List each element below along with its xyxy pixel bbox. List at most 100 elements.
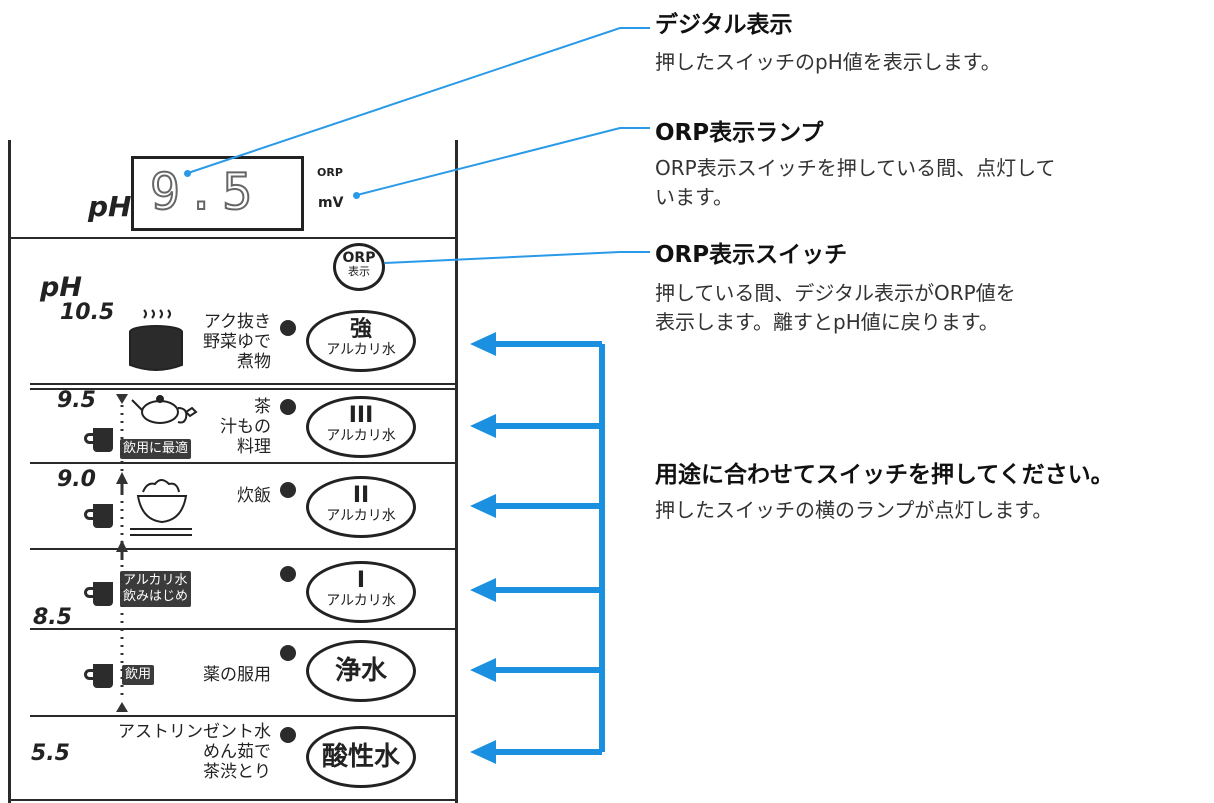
annotation-digital-desc: 押したスイッチのpH値を表示します。: [655, 50, 1001, 74]
use-text-row2: 茶 汁もの 料理: [200, 397, 271, 457]
use-text: 炊飯: [237, 486, 271, 506]
scale-arrow-up-8: [116, 540, 128, 552]
arrow-head-row5: [470, 658, 496, 682]
lamp-row6: [280, 727, 296, 743]
row-divider: [30, 462, 458, 464]
use-text: 汁もの: [220, 417, 271, 437]
scale-8-5: 8.5: [33, 605, 72, 630]
use-text-row3: 炊飯: [200, 486, 271, 506]
arrow-heads: [470, 332, 496, 764]
row-divider: [30, 548, 458, 550]
desc-line: います。: [655, 185, 733, 209]
row-divider: [30, 715, 458, 717]
badge-drinking: 飲用: [122, 665, 155, 685]
rice-bowl-icon: [130, 479, 192, 536]
orp-unit-label: ORP: [317, 166, 343, 179]
leader-line-orp-switch: [384, 251, 650, 264]
arrow-head-row3: [470, 494, 496, 518]
annotation-digital-title: デジタル表示: [655, 12, 793, 38]
lamp-row3: [280, 482, 296, 498]
use-text: 野菜ゆで: [203, 332, 271, 352]
button-label: 酸性水: [321, 742, 400, 772]
scale-ph-label: pH: [40, 272, 82, 303]
scale-arrow-up-9: [116, 472, 128, 484]
annotation-orp-lamp-desc: ORP表示スイッチを押している間、点灯して います。: [655, 154, 1056, 212]
button-bottom-label: アルカリ水: [326, 593, 396, 609]
lamp-row2: [280, 399, 296, 415]
alkaline-1-button[interactable]: I アルカリ水: [306, 561, 416, 623]
alkaline-3-button[interactable]: III アルカリ水: [306, 396, 416, 458]
scale-arrow-top: [116, 394, 128, 404]
lamp-row5: [280, 645, 296, 661]
desc-line: 表示します。離すとpH値に戻ります。: [655, 310, 999, 334]
badge-start-alkaline: アルカリ水 飲みはじめ: [120, 571, 192, 607]
row-divider: [30, 628, 458, 630]
use-text: 薬の服用: [203, 665, 271, 685]
teapot-icon: [131, 395, 198, 424]
scale-9-0: 9.0: [57, 467, 96, 492]
digital-display: 9.5: [131, 156, 304, 231]
leader-line-digital: [187, 27, 650, 174]
annotation-orp-lamp-title: ORP表示ランプ: [655, 120, 824, 146]
button-top-label: 強: [349, 317, 372, 342]
orp-switch-top: ORP: [342, 250, 376, 266]
button-bottom-label: アルカリ水: [326, 508, 396, 524]
cup-icon: [84, 664, 113, 688]
arrow-head-row6: [470, 740, 496, 764]
display-marker: [184, 170, 191, 177]
cup-icon: [84, 582, 113, 606]
panel-divider-display: [8, 237, 458, 239]
row-divider: [30, 388, 458, 390]
use-text: 茶渋とり: [203, 762, 271, 782]
arrow-head-row1: [470, 332, 496, 356]
panel-right-edge: [455, 140, 458, 803]
button-top-label: I: [356, 568, 366, 593]
annotation-usage-title: 用途に合わせてスイッチを押してください。: [655, 462, 1114, 488]
alkaline-2-button[interactable]: II アルカリ水: [306, 476, 416, 538]
button-bottom-label: アルカリ水: [326, 342, 396, 358]
button-top-label: III: [348, 403, 374, 428]
button-label: 浄水: [334, 656, 387, 686]
annotation-orp-switch-desc: 押している間、デジタル表示がORP値を 表示します。離すとpH値に戻ります。: [655, 279, 1016, 337]
mv-unit-label: mV: [318, 195, 344, 211]
orp-lamp-marker: [353, 192, 360, 199]
pot-icon: [129, 309, 183, 371]
use-text: 料理: [237, 437, 271, 457]
arrow-head-row2: [470, 414, 496, 438]
button-top-label: II: [352, 483, 370, 508]
panel-left-edge: [8, 140, 11, 803]
scale-10-5: 10.5: [60, 300, 115, 325]
cup-icon: [84, 504, 113, 528]
scale-arrow-bottom: [116, 702, 128, 712]
desc-line: 押している間、デジタル表示がORP値を: [655, 281, 1016, 305]
leader-line-orp-lamp: [356, 127, 650, 196]
cup-icon: [84, 428, 113, 452]
selection-arrows: [483, 341, 605, 755]
badge-line: アルカリ水: [123, 573, 188, 588]
badge-line: 飲みはじめ: [123, 589, 189, 604]
arrow-head-row4: [470, 578, 496, 602]
strong-alkaline-button[interactable]: 強 アルカリ水: [306, 310, 416, 372]
use-text: 茶: [254, 397, 271, 417]
scale-9-5: 9.5: [57, 388, 96, 413]
scale-5-5: 5.5: [31, 741, 70, 766]
purified-water-button[interactable]: 浄水: [306, 640, 416, 702]
button-bottom-label: アルカリ水: [326, 428, 396, 444]
orp-display-switch[interactable]: ORP 表示: [333, 243, 385, 291]
display-ph-label: pH: [88, 190, 132, 223]
annotation-orp-switch-title: ORP表示スイッチ: [655, 242, 848, 268]
use-text: めん茹で: [203, 742, 271, 762]
row-divider: [30, 383, 458, 385]
acidic-water-button[interactable]: 酸性水: [306, 726, 416, 788]
use-text-row6: アストリンゼント水 めん茹で 茶渋とり: [90, 722, 271, 782]
use-text-row5: 薬の服用: [176, 665, 271, 685]
orp-switch-bottom: 表示: [348, 265, 370, 278]
use-text: アク抜き: [203, 312, 271, 332]
display-reading: 9.5: [149, 162, 259, 222]
badge-best-drinking: 飲用に最適: [120, 439, 192, 459]
use-text: アストリンゼント水: [118, 722, 271, 742]
lamp-row4: [280, 566, 296, 582]
panel-bottom-edge: [8, 799, 458, 801]
annotation-usage-desc: 押したスイッチの横のランプが点灯します。: [655, 498, 1053, 522]
